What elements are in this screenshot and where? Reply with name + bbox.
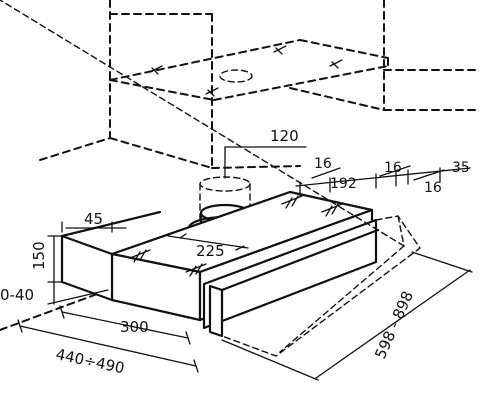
dim-bracket-d: 16 bbox=[424, 180, 442, 196]
dim-width-range: 598 - 898 bbox=[371, 288, 417, 361]
wall-cabinet bbox=[109, 0, 480, 169]
wall-lines bbox=[0, 137, 301, 331]
dim-duct-diameter: 120 bbox=[270, 127, 299, 145]
dim-edge-offset: 35 bbox=[452, 160, 470, 176]
dim-outlet: 225 bbox=[196, 242, 225, 260]
dim-total-depth: 440÷490 bbox=[54, 345, 126, 377]
dim-bracket-b: 192 bbox=[330, 176, 357, 192]
dim-left-offset: 45 bbox=[84, 210, 103, 228]
dim-gap: 0-40 bbox=[0, 286, 34, 304]
range-hood bbox=[0, 0, 421, 357]
dim-bracket-c: 16 bbox=[384, 160, 402, 176]
dim-height: 150 bbox=[30, 241, 48, 270]
dim-depth: 300 bbox=[120, 318, 149, 336]
dim-bracket-a: 16 bbox=[314, 156, 332, 172]
dimension-lines bbox=[17, 165, 473, 381]
